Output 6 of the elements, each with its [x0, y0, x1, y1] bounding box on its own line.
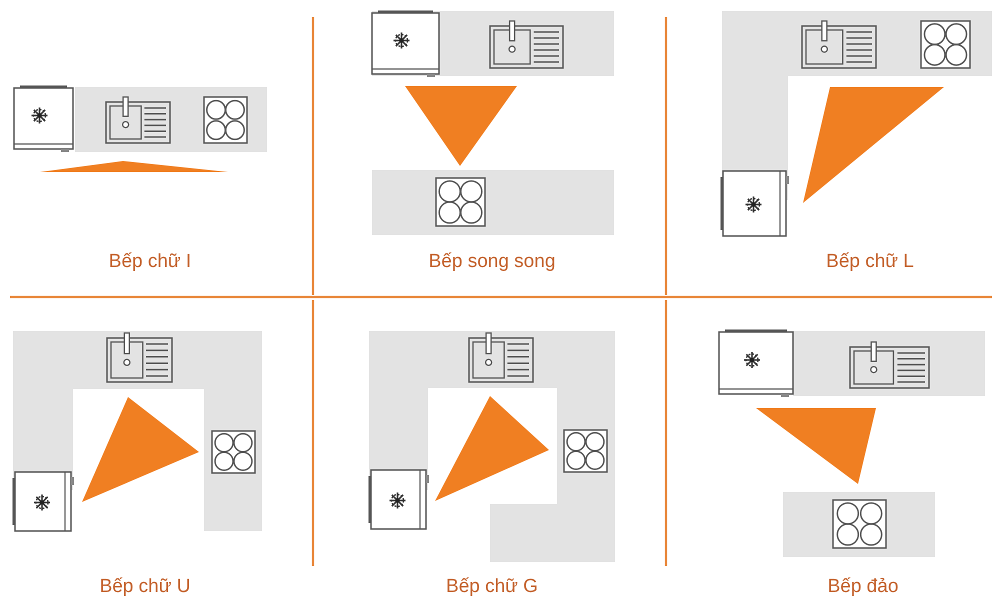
layout-caption: Bếp chữ G — [446, 576, 538, 598]
layout-caption: Bếp song song — [428, 251, 556, 273]
layout-caption: Bếp chữ I — [108, 251, 192, 273]
layout-caption: Bếp chữ U — [100, 576, 190, 598]
layout-caption: Bếp chữ L — [826, 251, 914, 273]
layout-caption: Bếp đảo — [828, 576, 898, 598]
